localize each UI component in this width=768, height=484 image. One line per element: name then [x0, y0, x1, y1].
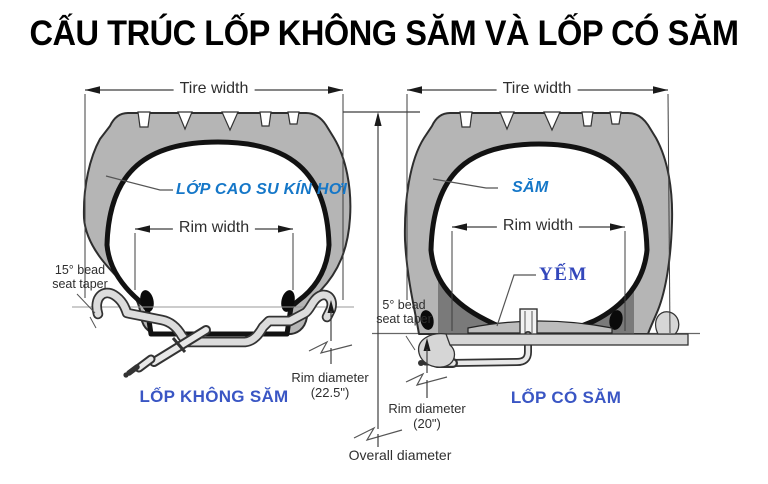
left-bead-right — [281, 290, 295, 312]
tube-leader — [432, 178, 498, 189]
right-tire-drawing — [372, 111, 700, 368]
left-bead-left — [140, 290, 154, 312]
left-rim-width-label: Rim width — [172, 219, 256, 237]
left-valve-stem — [123, 325, 211, 378]
inner-layer-label: LỚP CAO SU KÍN HƠI — [176, 181, 348, 198]
right-rim-diameter-label: Rim diameter (20") — [388, 401, 466, 431]
tube-label: SĂM — [512, 179, 549, 196]
left-bead-taper-label: 15° bead seat taper — [52, 263, 108, 291]
flap-label: YẾM — [539, 264, 588, 285]
right-caption: LỐP CÓ SĂM — [510, 388, 622, 407]
right-rim-width-label: Rim width — [496, 217, 580, 235]
page-title: CẤU TRÚC LỐP KHÔNG SĂM VÀ LỐP CÓ SĂM — [29, 14, 739, 53]
flap-shape — [467, 320, 613, 334]
right-tube-liner — [428, 141, 650, 331]
right-bead-left — [420, 310, 434, 330]
inner-layer-leader — [105, 175, 173, 191]
left-rim — [91, 287, 337, 348]
left-taper-tick1 — [76, 293, 96, 314]
left-caption: LỐP KHÔNG SĂM — [139, 387, 289, 406]
left-tire-drawing — [72, 111, 354, 378]
right-taper-tick — [405, 335, 416, 351]
left-rim-diameter-label: Rim diameter (22.5") — [291, 370, 369, 400]
left-tire-width-label: Tire width — [173, 80, 255, 98]
flap-leader — [496, 274, 536, 327]
right-bead-taper-label: 5° bead seat taper — [376, 298, 432, 326]
right-bead-right — [609, 310, 623, 330]
overall-diameter-label: Overall diameter — [348, 447, 452, 463]
left-taper-tick2 — [89, 316, 97, 329]
right-tire-width-label: Tire width — [496, 80, 578, 98]
